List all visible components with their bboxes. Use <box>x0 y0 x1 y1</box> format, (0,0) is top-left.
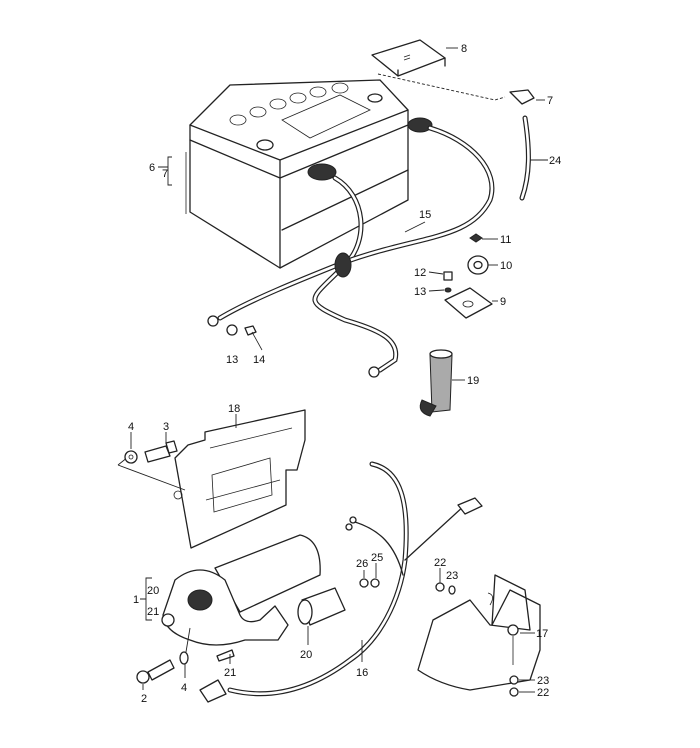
nut-26 <box>359 578 369 588</box>
nut-25 <box>370 578 380 588</box>
label-10: 10 <box>500 260 512 272</box>
solenoid-20 <box>297 587 346 626</box>
label-26: 26 <box>356 558 368 570</box>
label-14: 14 <box>253 354 265 366</box>
air-hose-19 <box>419 349 453 417</box>
label-4-upper: 4 <box>128 421 134 433</box>
nut-22-lower <box>509 687 519 697</box>
nut-22-upper <box>435 582 445 592</box>
label-22-upper: 22 <box>434 557 446 569</box>
label-24: 24 <box>549 155 561 167</box>
washer-23-upper <box>448 585 456 595</box>
bolt-3-washer-4 <box>124 440 178 464</box>
label-13-upper: 13 <box>414 286 426 298</box>
label-7-bracket: 7 <box>162 168 168 180</box>
heat-shield-17 <box>417 574 541 691</box>
battery-cover-8 <box>371 39 446 77</box>
label-2: 2 <box>141 693 147 705</box>
label-21-screw: 21 <box>224 667 236 679</box>
label-6: 6 <box>149 162 155 174</box>
label-4-lower: 4 <box>181 682 187 694</box>
mounting-bracket-18 <box>173 409 306 549</box>
clamp-parts-9-13 <box>443 233 493 319</box>
label-7: 7 <box>547 95 553 107</box>
label-13-lower: 13 <box>226 354 238 366</box>
bolt-14-washer-13 <box>226 324 263 351</box>
starter-motor <box>161 534 321 646</box>
label-11: 11 <box>500 234 511 246</box>
label-19: 19 <box>467 375 479 387</box>
label-9: 9 <box>500 296 506 308</box>
label-21-bracket: 21 <box>147 606 159 618</box>
label-23-upper: 23 <box>446 570 458 582</box>
label-23-lower: 23 <box>537 675 549 687</box>
bolt-2-washer-4-screw-21 <box>136 649 235 684</box>
label-20-bracket: 20 <box>147 585 159 597</box>
wiring-harness-16 <box>199 461 483 703</box>
label-22-lower: 22 <box>537 687 549 699</box>
label-18: 18 <box>228 403 240 415</box>
label-1: 1 <box>133 594 139 606</box>
battery <box>189 79 409 269</box>
battery-cables <box>207 125 495 378</box>
label-3: 3 <box>163 421 169 433</box>
washer-23-lower <box>509 675 519 685</box>
label-12: 12 <box>414 267 426 279</box>
label-16: 16 <box>356 667 368 679</box>
label-17: 17 <box>536 628 548 640</box>
label-25: 25 <box>371 552 383 564</box>
label-20-solenoid: 20 <box>300 649 312 661</box>
vent-hose-24 <box>509 89 535 201</box>
label-8: 8 <box>461 43 467 55</box>
terminal-clamps <box>307 117 433 181</box>
label-15: 15 <box>419 209 431 221</box>
